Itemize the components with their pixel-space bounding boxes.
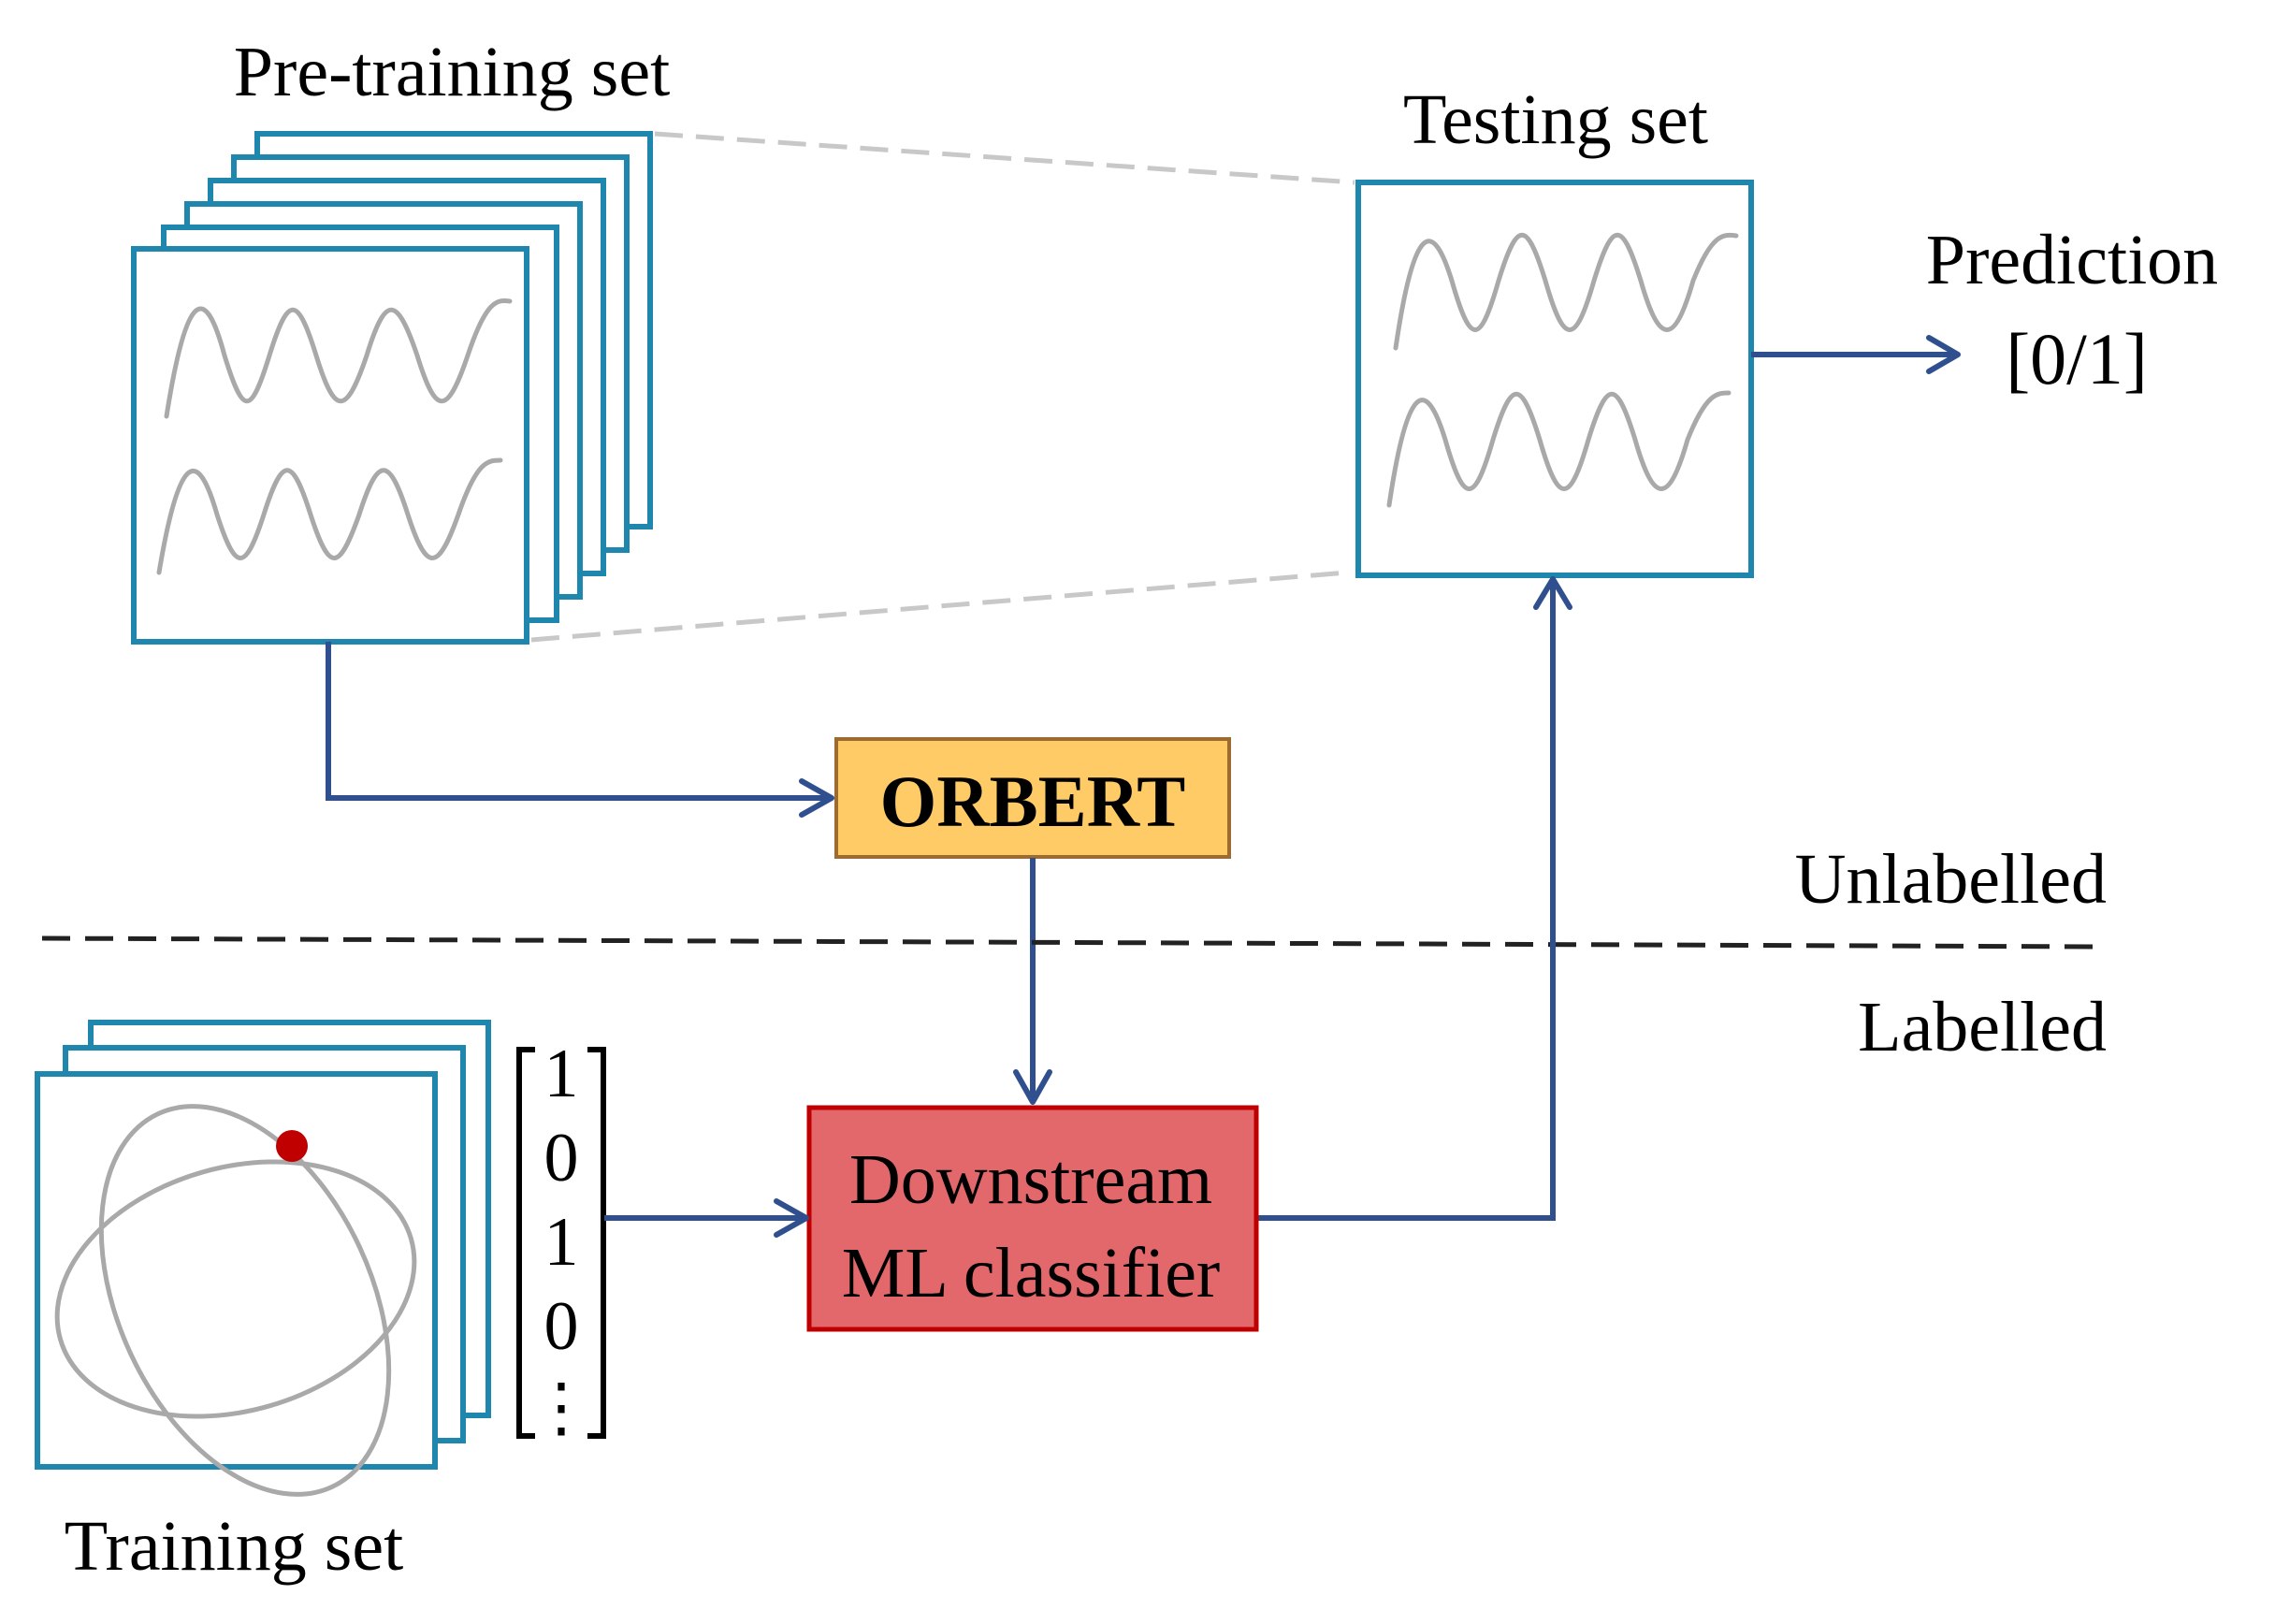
- orbert-box: [834, 737, 1231, 859]
- projection-line-top: [654, 131, 1355, 185]
- unlabelled-label: Unlabelled: [1795, 840, 2107, 919]
- orbit-ellipse: [98, 1104, 392, 1497]
- classifier-label-line2: ML classifier: [842, 1234, 1221, 1312]
- orbit-point-icon: [276, 1130, 308, 1162]
- arrow-pretraining-to-orbert: [326, 642, 828, 801]
- testing-set-card: [1355, 180, 1754, 578]
- classifier-label-line1: Downstream: [849, 1140, 1212, 1219]
- prediction-value: [0/1]: [2006, 318, 2148, 399]
- pretraining-set-label: Pre-training set: [234, 33, 670, 111]
- signal-wave-icon: [164, 298, 513, 419]
- testing-card: [1355, 180, 1754, 578]
- label-vector-entry: 1: [544, 1204, 579, 1281]
- prediction-label: Prediction: [1926, 221, 2218, 299]
- arrow-head-icon: [774, 1198, 809, 1238]
- arrow-head-icon: [1533, 576, 1572, 610]
- unlabelled-labelled-divider: [41, 935, 2108, 950]
- testing-set-label: Testing set: [1403, 80, 1708, 159]
- training-set-label: Training set: [65, 1507, 403, 1586]
- orbit-icon: [54, 1104, 417, 1497]
- label-vector-entry: 1: [544, 1036, 579, 1112]
- label-vector-entry: 0: [544, 1120, 579, 1196]
- orbit-ellipse: [54, 1159, 417, 1419]
- training-card: [35, 1071, 438, 1470]
- arrow-head-icon: [1926, 335, 1961, 374]
- bracket-right: [587, 1047, 606, 1439]
- label-vector-entry: 0: [544, 1288, 579, 1365]
- projection-line-bottom: [530, 570, 1348, 643]
- label-vector-ellipsis: ⋮: [529, 1372, 594, 1444]
- arrow-head-icon: [1013, 1069, 1052, 1105]
- arrow-head-icon: [799, 778, 834, 818]
- signal-wave-icon: [1393, 232, 1739, 351]
- classifier-box: [806, 1105, 1259, 1332]
- arrow-classifier-to-testing: [1257, 582, 1556, 1221]
- training-stack: [35, 1020, 491, 1497]
- pretraining-card: [131, 246, 529, 645]
- signal-wave-icon: [156, 457, 503, 575]
- orbert-label: ORBERT: [880, 761, 1186, 842]
- signal-wave-icon: [1386, 390, 1732, 508]
- labelled-label: Labelled: [1858, 988, 2107, 1066]
- bracket-left: [516, 1047, 535, 1439]
- pretraining-stack: [131, 131, 653, 645]
- label-vector: 1 0 1 0 ⋮: [516, 1036, 606, 1444]
